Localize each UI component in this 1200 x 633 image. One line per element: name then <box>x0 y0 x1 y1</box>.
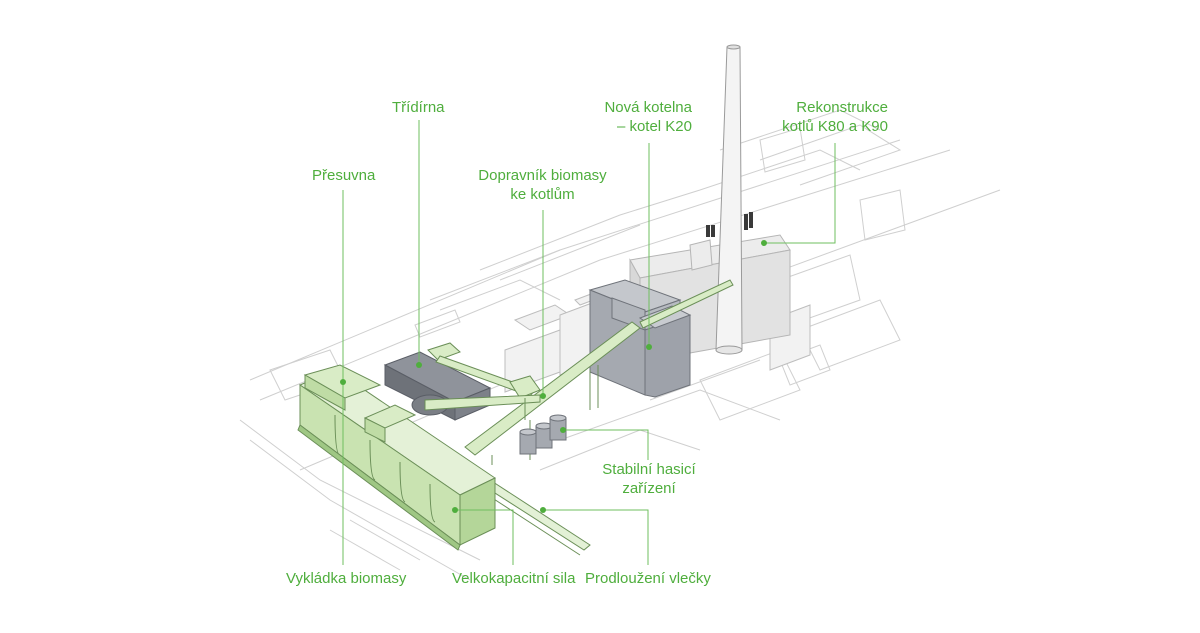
label-tridirna-text: Třídírna <box>392 99 445 116</box>
chimney <box>715 44 743 355</box>
transfer-conveyors <box>424 342 541 420</box>
label-sila-text: Velkokapacitní sila <box>452 570 576 587</box>
label-dopravnik-line1: Dopravník biomasy <box>478 167 607 184</box>
marker-tridirna <box>416 362 422 368</box>
marker-vlecka <box>540 507 546 513</box>
label-hasici-line1: Stabilní hasicí <box>602 461 696 478</box>
label-dopravnik: Dopravník biomasy ke kotlům <box>470 166 615 204</box>
label-vlecka-text: Prodloužení vlečky <box>585 570 711 587</box>
label-hasici: Stabilní hasicí zařízení <box>590 460 708 498</box>
label-vykladka-text: Vykládka biomasy <box>286 570 407 587</box>
fire-tanks <box>519 414 567 455</box>
label-vlecka: Prodloužení vlečky <box>585 569 711 588</box>
label-kotelna-line2: – kotel K20 <box>616 118 692 135</box>
label-sila: Velkokapacitní sila <box>452 569 575 588</box>
label-kotelna-line1: Nová kotelna <box>604 99 692 116</box>
label-dopravnik-line2: ke kotlům <box>510 186 575 203</box>
railway-extension <box>479 479 591 556</box>
label-presuvna-text: Přesuvna <box>312 167 376 184</box>
marker-sila <box>452 507 458 513</box>
marker-kotelna <box>646 344 652 350</box>
label-kotelna: Nová kotelna – kotel K20 <box>580 98 692 136</box>
leader-lines <box>342 120 836 565</box>
biomass-silos <box>297 364 496 551</box>
roof-stacks <box>706 212 753 237</box>
label-hasici-line2: zařízení <box>622 480 676 497</box>
marker-dopravnik <box>540 393 546 399</box>
marker-hasici <box>560 427 566 433</box>
marker-rekonstrukce <box>761 240 767 246</box>
label-tridirna: Třídírna <box>392 98 445 117</box>
label-rekonstrukce-line2: kotlů K80 a K90 <box>782 118 888 135</box>
marker-presuvna <box>340 379 346 385</box>
label-rekonstrukce-line1: Rekonstrukce <box>796 99 888 116</box>
label-rekonstrukce: Rekonstrukce kotlů K80 a K90 <box>760 98 888 136</box>
label-presuvna: Přesuvna <box>312 166 375 185</box>
label-vykladka: Vykládka biomasy <box>286 569 406 588</box>
marker-dots <box>340 240 767 513</box>
